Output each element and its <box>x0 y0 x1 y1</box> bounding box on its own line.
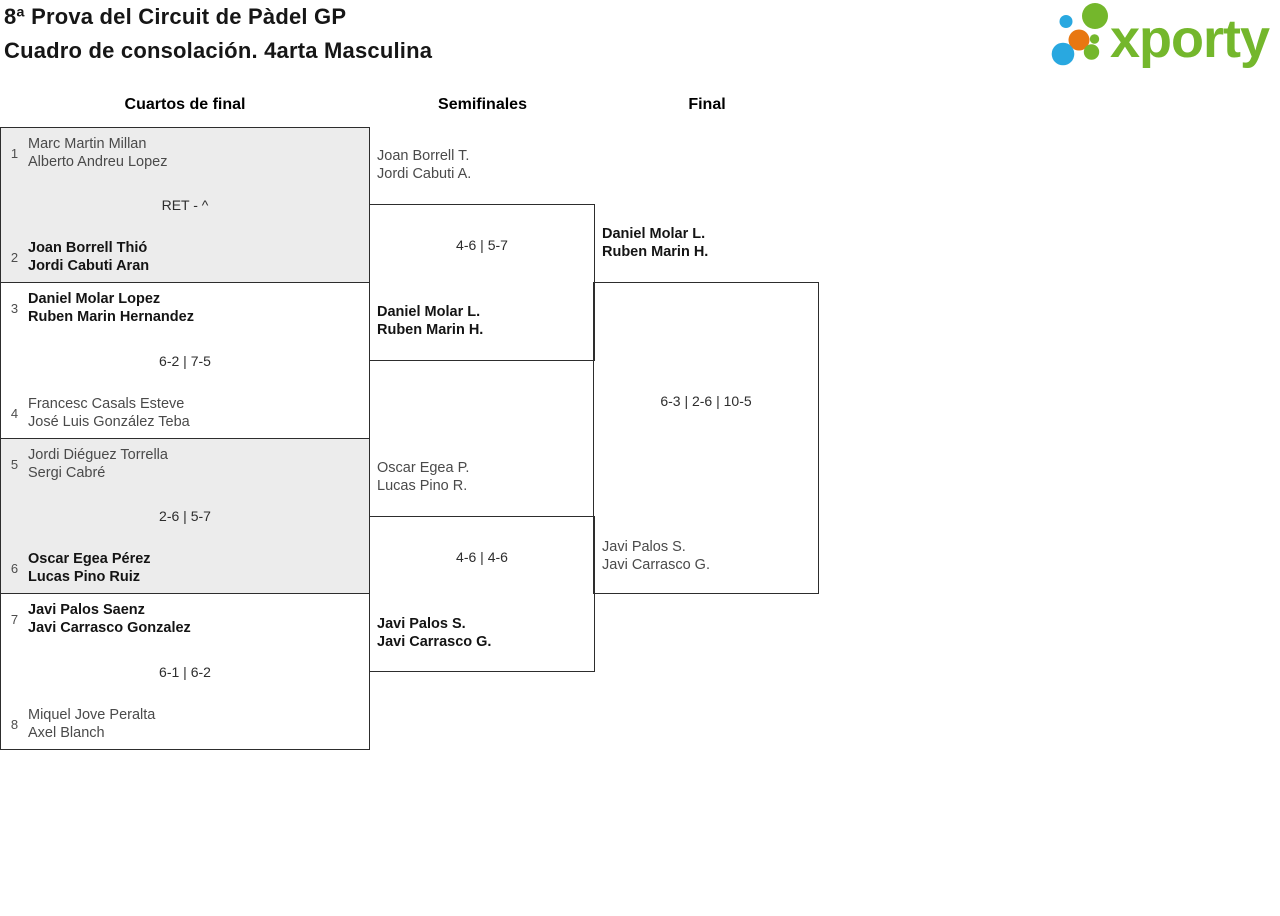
xporty-logo-text: xporty <box>1110 9 1270 69</box>
seed-number: 7 <box>10 611 19 627</box>
seed-number: 6 <box>10 560 19 576</box>
team-seed-8: 8 Miquel Jove Peralta Axel Blanch <box>1 706 369 742</box>
player-name: Javi Carrasco Gonzalez <box>28 620 191 636</box>
match-score: 4-6 | 4-6 <box>456 549 508 565</box>
player-name: Joan Borrell T. <box>377 148 470 164</box>
team-names: Daniel Molar Lopez Ruben Marin Hernandez <box>28 290 194 326</box>
final-team-bottom: Javi Palos S. Javi Carrasco G. <box>602 538 710 574</box>
player-name: Jordi Diéguez Torrella <box>28 447 168 463</box>
semifinal-1-team-bottom: Daniel Molar L. Ruben Marin H. <box>377 303 483 339</box>
seed-number: 2 <box>10 249 19 265</box>
final-team-top: Daniel Molar L. Ruben Marin H. <box>602 225 708 261</box>
page-title-line-1: 8ª Prova del Circuit de Pàdel GP <box>4 4 347 29</box>
player-name: Javi Carrasco G. <box>602 557 710 573</box>
match-quarterfinal-1: 1 Marc Martin Millan Alberto Andreu Lope… <box>1 128 369 283</box>
player-name: Marc Martin Millan <box>28 136 147 152</box>
seed-number: 1 <box>10 145 19 161</box>
player-name: Ruben Marin H. <box>602 244 709 260</box>
match-score: 6-1 | 6-2 <box>159 663 211 680</box>
seed-number: 8 <box>10 716 19 732</box>
team-names: Marc Martin Millan Alberto Andreu Lopez <box>28 135 167 171</box>
seed-number: 4 <box>10 405 19 421</box>
player-name: Ruben Marin Hernandez <box>28 309 194 325</box>
xporty-logo: xporty <box>1046 0 1278 78</box>
quarterfinals-column: 1 Marc Martin Millan Alberto Andreu Lope… <box>0 127 370 750</box>
match-final-box <box>593 282 819 594</box>
player-name: Jordi Cabuti Aran <box>28 258 150 274</box>
player-name: Javi Palos Saenz <box>28 602 145 618</box>
player-name: Javi Palos S. <box>377 616 466 632</box>
player-name: Javi Carrasco G. <box>377 634 492 650</box>
semifinal-1-team-top: Joan Borrell T. Jordi Cabuti A. <box>377 147 471 183</box>
match-quarterfinal-3: 5 Jordi Diéguez Torrella Sergi Cabré 2-6… <box>1 439 369 594</box>
seed-number: 3 <box>10 300 19 316</box>
match-score: RET - ^ <box>161 197 209 213</box>
semifinal-2-team-bottom: Javi Palos S. Javi Carrasco G. <box>377 615 491 651</box>
player-name: Francesc Casals Esteve <box>28 396 185 412</box>
match-quarterfinal-4: 7 Javi Palos Saenz Javi Carrasco Gonzale… <box>1 594 369 749</box>
player-name: Oscar Egea P. <box>377 460 470 476</box>
team-seed-3: 3 Daniel Molar Lopez Ruben Marin Hernand… <box>1 290 369 326</box>
semifinal-2-team-top: Oscar Egea P. Lucas Pino R. <box>377 459 469 495</box>
player-name: Daniel Molar L. <box>377 304 481 320</box>
team-names: Joan Borrell Thió Jordi Cabuti Aran <box>28 239 149 275</box>
round-header-quarterfinals: Cuartos de final <box>124 96 246 113</box>
match-semifinal-2-box <box>369 516 595 672</box>
match-score: 6-3 | 2-6 | 10-5 <box>660 393 752 409</box>
team-seed-1: 1 Marc Martin Millan Alberto Andreu Lope… <box>1 135 369 171</box>
match-score: 4-6 | 5-7 <box>456 237 508 253</box>
team-seed-6: 6 Oscar Egea Pérez Lucas Pino Ruiz <box>1 550 369 586</box>
player-name: Lucas Pino Ruiz <box>28 569 140 585</box>
match-quarterfinal-2: 3 Daniel Molar Lopez Ruben Marin Hernand… <box>1 283 369 439</box>
player-name: Miquel Jove Peralta <box>28 707 156 723</box>
player-name: José Luis González Teba <box>28 414 190 430</box>
xporty-dots-icon <box>1051 3 1108 66</box>
page-title-line-2: Cuadro de consolación. 4arta Masculina <box>4 38 433 63</box>
seed-number: 5 <box>10 456 19 472</box>
team-seed-7: 7 Javi Palos Saenz Javi Carrasco Gonzale… <box>1 601 369 637</box>
team-names: Miquel Jove Peralta Axel Blanch <box>28 706 155 742</box>
player-name: Sergi Cabré <box>28 465 106 481</box>
player-name: Jordi Cabuti A. <box>377 166 472 182</box>
team-names: Jordi Diéguez Torrella Sergi Cabré <box>28 446 168 482</box>
team-names: Javi Palos Saenz Javi Carrasco Gonzalez <box>28 601 191 637</box>
round-header-semifinals: Semifinales <box>438 96 527 113</box>
player-name: Javi Palos S. <box>602 539 686 555</box>
player-name: Oscar Egea Pérez <box>28 551 151 567</box>
team-seed-2: 2 Joan Borrell Thió Jordi Cabuti Aran <box>1 239 369 275</box>
round-header-final: Final <box>688 96 726 113</box>
player-name: Lucas Pino R. <box>377 478 468 494</box>
team-names: Francesc Casals Esteve José Luis Gonzále… <box>28 395 190 431</box>
team-seed-5: 5 Jordi Diéguez Torrella Sergi Cabré <box>1 446 369 482</box>
player-name: Joan Borrell Thió <box>28 240 148 256</box>
team-seed-4: 4 Francesc Casals Esteve José Luis Gonzá… <box>1 395 369 431</box>
player-name: Daniel Molar Lopez <box>28 291 161 307</box>
match-score: 2-6 | 5-7 <box>159 508 211 524</box>
team-names: Oscar Egea Pérez Lucas Pino Ruiz <box>28 550 151 586</box>
player-name: Ruben Marin H. <box>377 322 484 338</box>
match-score: 6-2 | 7-5 <box>159 352 211 369</box>
player-name: Daniel Molar L. <box>602 226 706 242</box>
page-title: 8ª Prova del Circuit de Pàdel GP Cuadro … <box>4 0 432 68</box>
player-name: Alberto Andreu Lopez <box>28 154 168 170</box>
player-name: Axel Blanch <box>28 725 105 741</box>
